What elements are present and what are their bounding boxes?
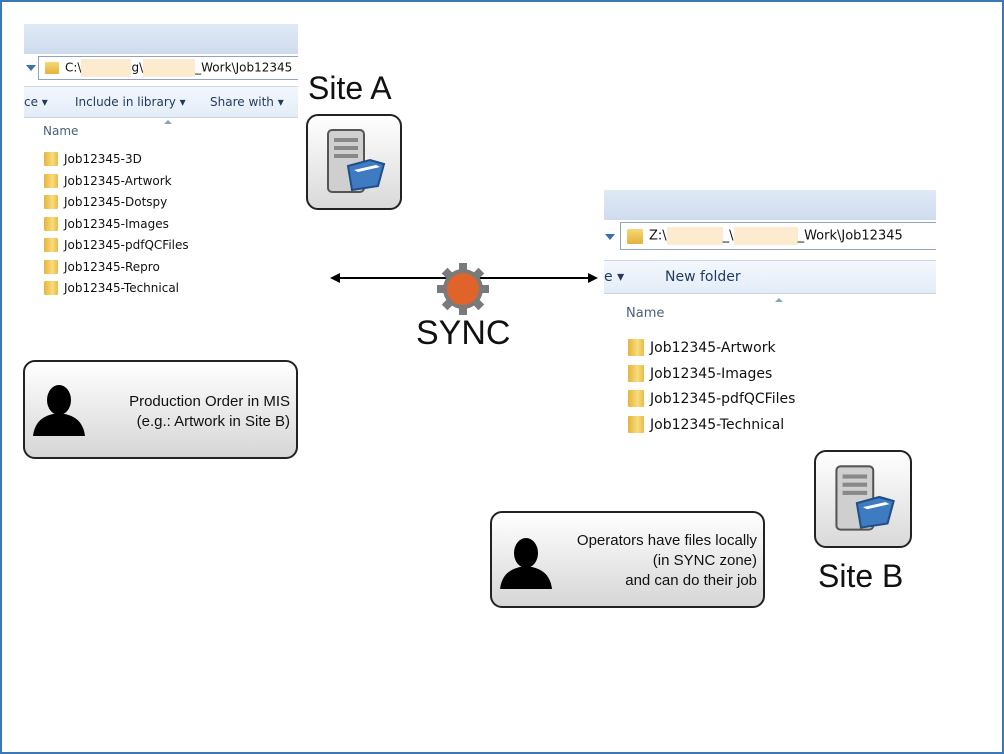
left-arrowhead-icon	[330, 273, 340, 283]
site-a-server-box	[306, 114, 402, 210]
folder-item[interactable]: Job12345-Repro	[44, 260, 160, 274]
name-column-header[interactable]: Name	[626, 306, 665, 321]
folder-icon	[44, 260, 58, 274]
site-a-label: Site A	[308, 70, 392, 106]
info-line: (e.g.: Artwork in Site B)	[136, 413, 290, 430]
info-line: Operators have files locally	[576, 532, 757, 549]
site-a-explorer-window: C:\g\_Work\Job12345 ce ▾ Include in libr…	[24, 24, 298, 336]
sync-label: SYNC	[416, 314, 511, 352]
explorer-title-bar	[604, 190, 936, 220]
folder-icon	[44, 195, 58, 209]
folder-icon	[45, 62, 59, 74]
explorer-toolbar: e ▾ New folder	[604, 260, 936, 294]
sort-caret-icon	[775, 298, 783, 302]
folder-icon	[628, 365, 644, 382]
site-a-address-bar[interactable]: C:\g\_Work\Job12345	[38, 56, 298, 80]
address-dropdown-arrow-icon[interactable]	[26, 65, 36, 71]
explorer-toolbar: ce ▾ Include in library ▾ Share with ▾	[24, 86, 298, 118]
folder-icon	[628, 339, 644, 356]
server-icon	[327, 129, 386, 193]
info-line: Production Order in MIS	[129, 393, 290, 410]
site-a-info-box: Production Order in MIS (e.g.: Artwork i…	[23, 360, 298, 459]
address-path: Z:\_\_Work\Job12345	[649, 227, 903, 245]
folder-icon	[628, 416, 644, 433]
site-b-info-box: Operators have files locally (in SYNC zo…	[490, 511, 765, 608]
folder-item[interactable]: Job12345-Artwork	[44, 174, 172, 188]
folder-item[interactable]: Job12345-Technical	[628, 416, 784, 433]
explorer-title-bar	[24, 24, 298, 54]
address-path: C:\g\_Work\Job12345	[65, 59, 292, 77]
address-dropdown-arrow-icon[interactable]	[605, 234, 615, 240]
folder-item[interactable]: Job12345-Artwork	[628, 339, 776, 356]
folder-item[interactable]: Job12345-Images	[628, 365, 772, 382]
include-in-library-button[interactable]: Include in library ▾	[75, 95, 186, 109]
gear-icon	[437, 263, 489, 315]
toolbar-truncated-button[interactable]: e ▾	[604, 269, 625, 285]
new-folder-button[interactable]: New folder	[665, 269, 741, 285]
sort-caret-icon	[164, 120, 172, 124]
folder-icon	[44, 217, 58, 231]
folder-item[interactable]: Job12345-Images	[44, 217, 169, 231]
site-b-label: Site B	[818, 558, 904, 594]
folder-icon	[627, 228, 643, 244]
info-line: (in SYNC zone)	[652, 552, 757, 569]
folder-icon	[628, 390, 644, 407]
person-icon	[33, 385, 85, 436]
site-b-server-box	[814, 450, 912, 548]
toolbar-truncated-button[interactable]: ce ▾	[24, 95, 48, 109]
right-arrowhead-icon	[588, 273, 598, 283]
site-b-explorer-window: Z:\_\_Work\Job12345 e ▾ New folder Name …	[604, 190, 936, 440]
folder-item[interactable]: Job12345-Dotspy	[44, 195, 167, 209]
site-b-address-bar[interactable]: Z:\_\_Work\Job12345	[620, 222, 936, 250]
share-with-button[interactable]: Share with ▾	[210, 95, 284, 109]
folder-icon	[44, 281, 58, 295]
name-column-header[interactable]: Name	[43, 124, 79, 138]
folder-item[interactable]: Job12345-pdfQCFiles	[44, 238, 189, 252]
folder-item[interactable]: Job12345-Technical	[44, 281, 179, 295]
info-line: and can do their job	[625, 572, 757, 589]
folder-item[interactable]: Job12345-3D	[44, 152, 142, 166]
folder-icon	[44, 152, 58, 166]
folder-icon	[44, 238, 58, 252]
server-icon	[835, 465, 895, 531]
person-icon	[500, 538, 552, 589]
folder-icon	[44, 174, 58, 188]
folder-item[interactable]: Job12345-pdfQCFiles	[628, 390, 795, 407]
